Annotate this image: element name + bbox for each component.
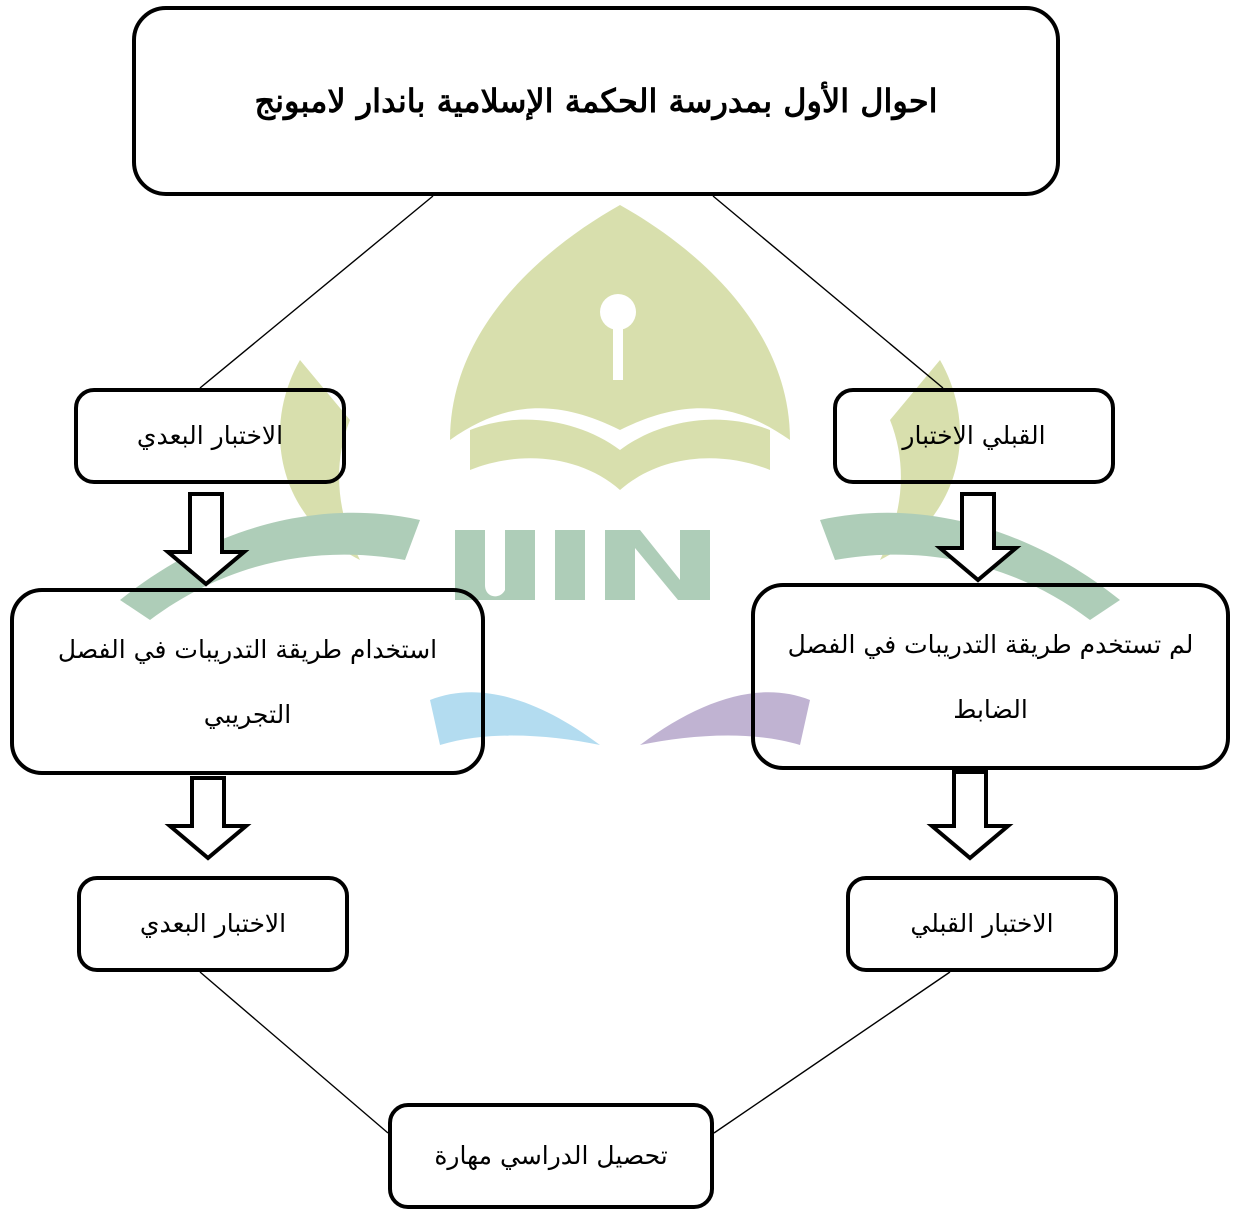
right-posttest-box: الاختبار القبلي (846, 876, 1118, 972)
watermark-swoosh-left (280, 360, 360, 560)
experimental-class-box: استخدام طريقة التدريبات في الفصل التجريب… (10, 588, 485, 775)
watermark-leaf (450, 205, 790, 440)
experimental-class-line1: استخدام طريقة التدريبات في الفصل (57, 634, 438, 664)
result-box: تحصيل الدراسي مهارة (388, 1103, 714, 1209)
watermark-book-right (640, 692, 810, 745)
left-pretest-label: الاختبار البعدي (136, 420, 284, 450)
right-pretest-label: القبلي الاختبار (902, 420, 1046, 450)
down-arrow-icon (162, 492, 250, 587)
down-arrow-icon (934, 492, 1022, 583)
result-label: تحصيل الدراسي مهارة (434, 1140, 668, 1170)
watermark-green-right (820, 512, 1120, 620)
title-box: احوال الأول بمدرسة الحكمة الإسلامية باند… (132, 6, 1060, 196)
control-class-box: لم تستخدم طريقة التدريبات في الفصل الضاب… (751, 583, 1230, 770)
watermark-letter-u (455, 530, 535, 600)
connector-line (713, 971, 951, 1134)
right-pretest-box: القبلي الاختبار (833, 388, 1115, 484)
connector-line (199, 195, 434, 389)
control-class-line1: لم تستخدم طريقة التدريبات في الفصل (787, 629, 1194, 659)
right-posttest-label: الاختبار القبلي (910, 908, 1054, 938)
connector-line (712, 195, 944, 389)
watermark-green-left (120, 512, 420, 620)
watermark-letter-i (555, 530, 585, 600)
title-text: احوال الأول بمدرسة الحكمة الإسلامية باند… (254, 82, 938, 120)
watermark-band (470, 419, 770, 490)
watermark-stem (613, 320, 623, 380)
watermark-book-left (430, 692, 600, 745)
watermark-keyhole (600, 294, 636, 330)
left-posttest-box: الاختبار البعدي (77, 876, 349, 972)
control-class-line2: الضابط (953, 694, 1028, 724)
experimental-class-line2: التجريبي (203, 699, 292, 729)
watermark-letter-n (605, 530, 710, 600)
watermark-swoosh-right (880, 360, 960, 560)
left-posttest-label: الاختبار البعدي (139, 908, 287, 938)
down-arrow-icon (926, 770, 1014, 861)
down-arrow-icon (164, 776, 252, 861)
left-pretest-box: الاختبار البعدي (74, 388, 346, 484)
connector-line (199, 971, 389, 1134)
